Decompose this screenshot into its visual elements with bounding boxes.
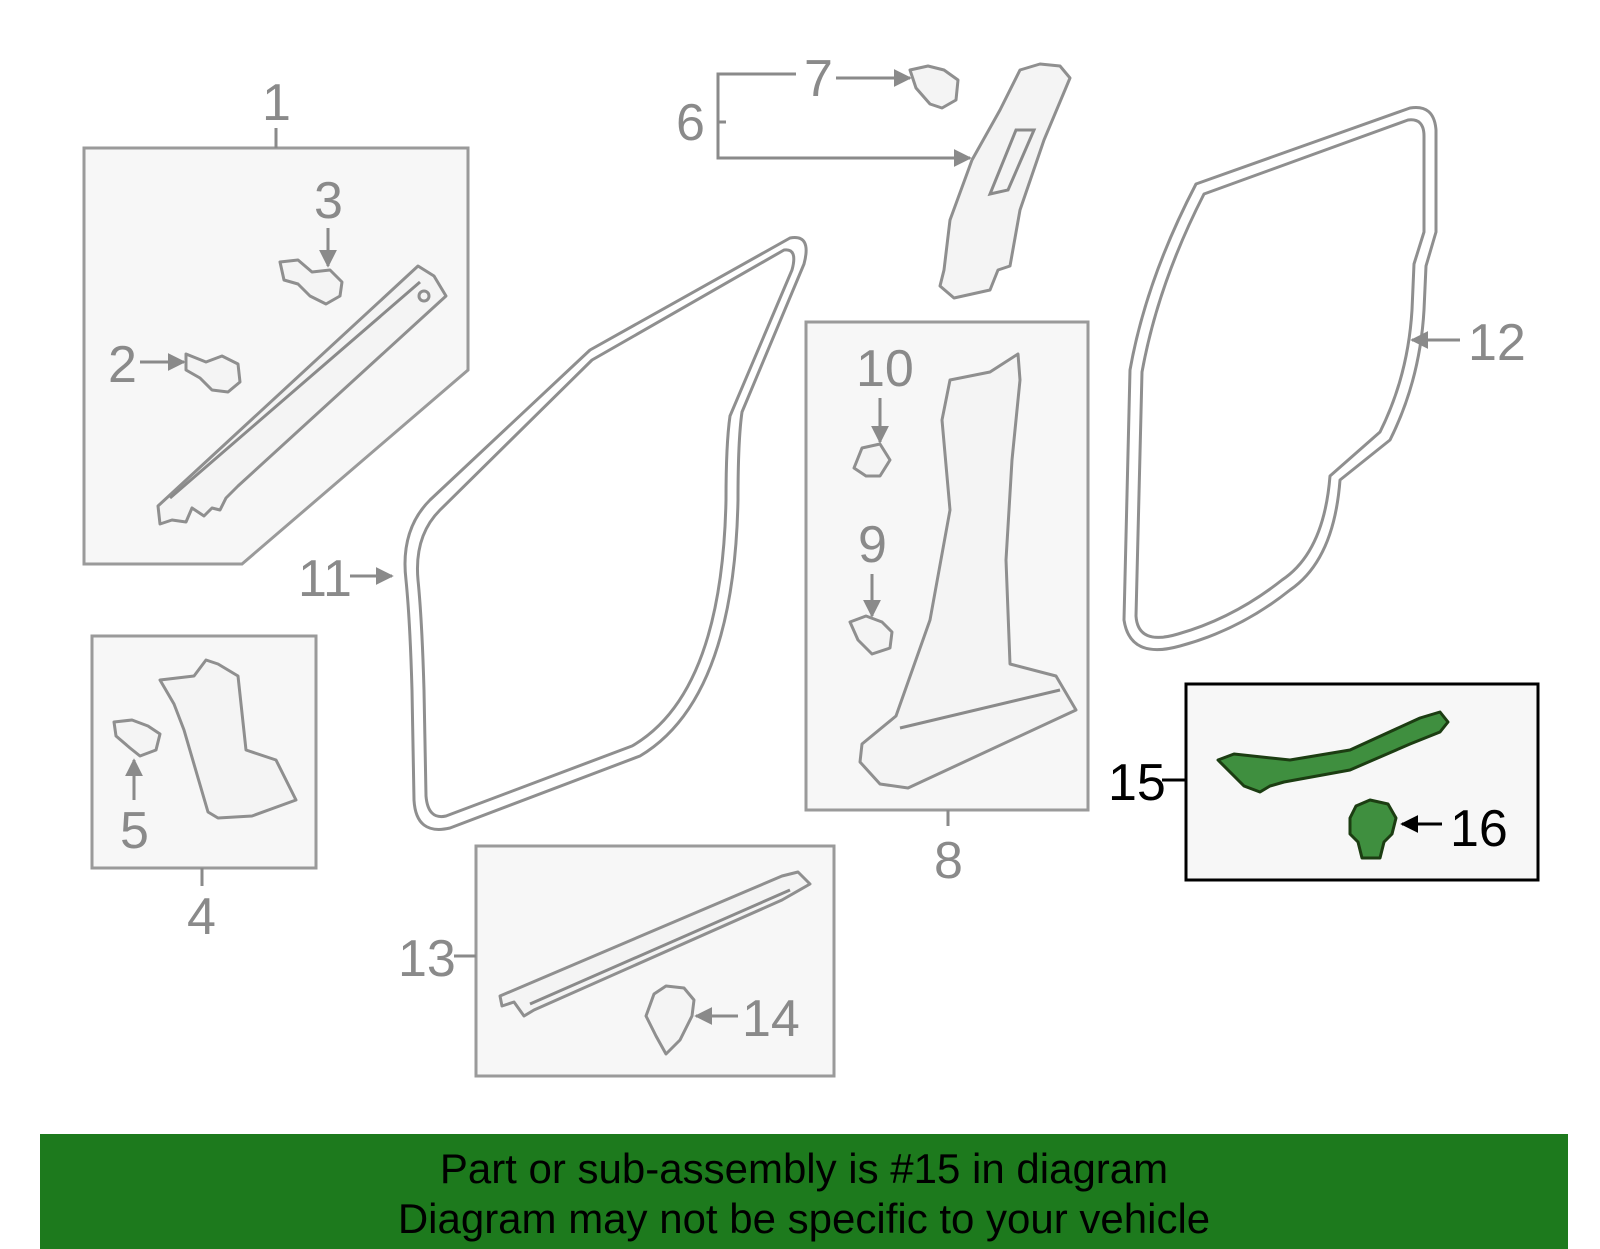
callout-9[interactable]: 9 bbox=[858, 516, 887, 574]
part-8-b-pillar-trim[interactable] bbox=[858, 352, 1078, 790]
callout-11[interactable]: 11 bbox=[298, 550, 352, 608]
callout-7[interactable]: 7 bbox=[804, 50, 833, 108]
part-3-clip[interactable] bbox=[278, 258, 344, 306]
callout-2[interactable]: 2 bbox=[108, 336, 137, 394]
part-10-clip[interactable] bbox=[852, 442, 892, 478]
part-2-bolt[interactable] bbox=[184, 352, 242, 394]
part-14-bolt[interactable] bbox=[644, 984, 696, 1056]
part-4-trim[interactable] bbox=[158, 658, 298, 820]
part-6-upper-pillar-trim[interactable] bbox=[938, 62, 1072, 300]
part-7-bolt[interactable] bbox=[908, 64, 960, 110]
part-1-pillar-garnish[interactable] bbox=[156, 264, 448, 526]
callout-14[interactable]: 14 bbox=[742, 990, 800, 1048]
callout-13[interactable]: 13 bbox=[398, 930, 456, 988]
part-13-sill-plate[interactable] bbox=[498, 870, 812, 1018]
callout-8[interactable]: 8 bbox=[934, 832, 963, 890]
callout-16[interactable]: 16 bbox=[1450, 800, 1508, 858]
banner-line-2: Diagram may not be specific to your vehi… bbox=[397, 1195, 1211, 1242]
callout-5[interactable]: 5 bbox=[120, 802, 149, 860]
callout-1[interactable]: 1 bbox=[262, 74, 291, 132]
banner-line-1: Part or sub-assembly is #15 in diagram bbox=[439, 1145, 1169, 1192]
callout-3[interactable]: 3 bbox=[314, 172, 343, 230]
part-12-rear-door-seal[interactable] bbox=[1122, 105, 1438, 652]
callout-6[interactable]: 6 bbox=[676, 94, 705, 152]
part-5-bolt[interactable] bbox=[112, 718, 162, 758]
callout-15[interactable]: 15 bbox=[1108, 754, 1166, 812]
callout-4[interactable]: 4 bbox=[187, 888, 216, 946]
part-9-bolt[interactable] bbox=[848, 614, 894, 656]
part-16-bolt[interactable] bbox=[1348, 798, 1398, 860]
part-11-door-seal[interactable] bbox=[403, 236, 808, 831]
group-1-box bbox=[82, 146, 470, 566]
info-banner: Part or sub-assembly is #15 in diagram D… bbox=[40, 1134, 1568, 1249]
callout-10[interactable]: 10 bbox=[856, 340, 914, 398]
part-15-sill-trim[interactable] bbox=[1216, 710, 1450, 794]
callout-12[interactable]: 12 bbox=[1468, 314, 1526, 372]
